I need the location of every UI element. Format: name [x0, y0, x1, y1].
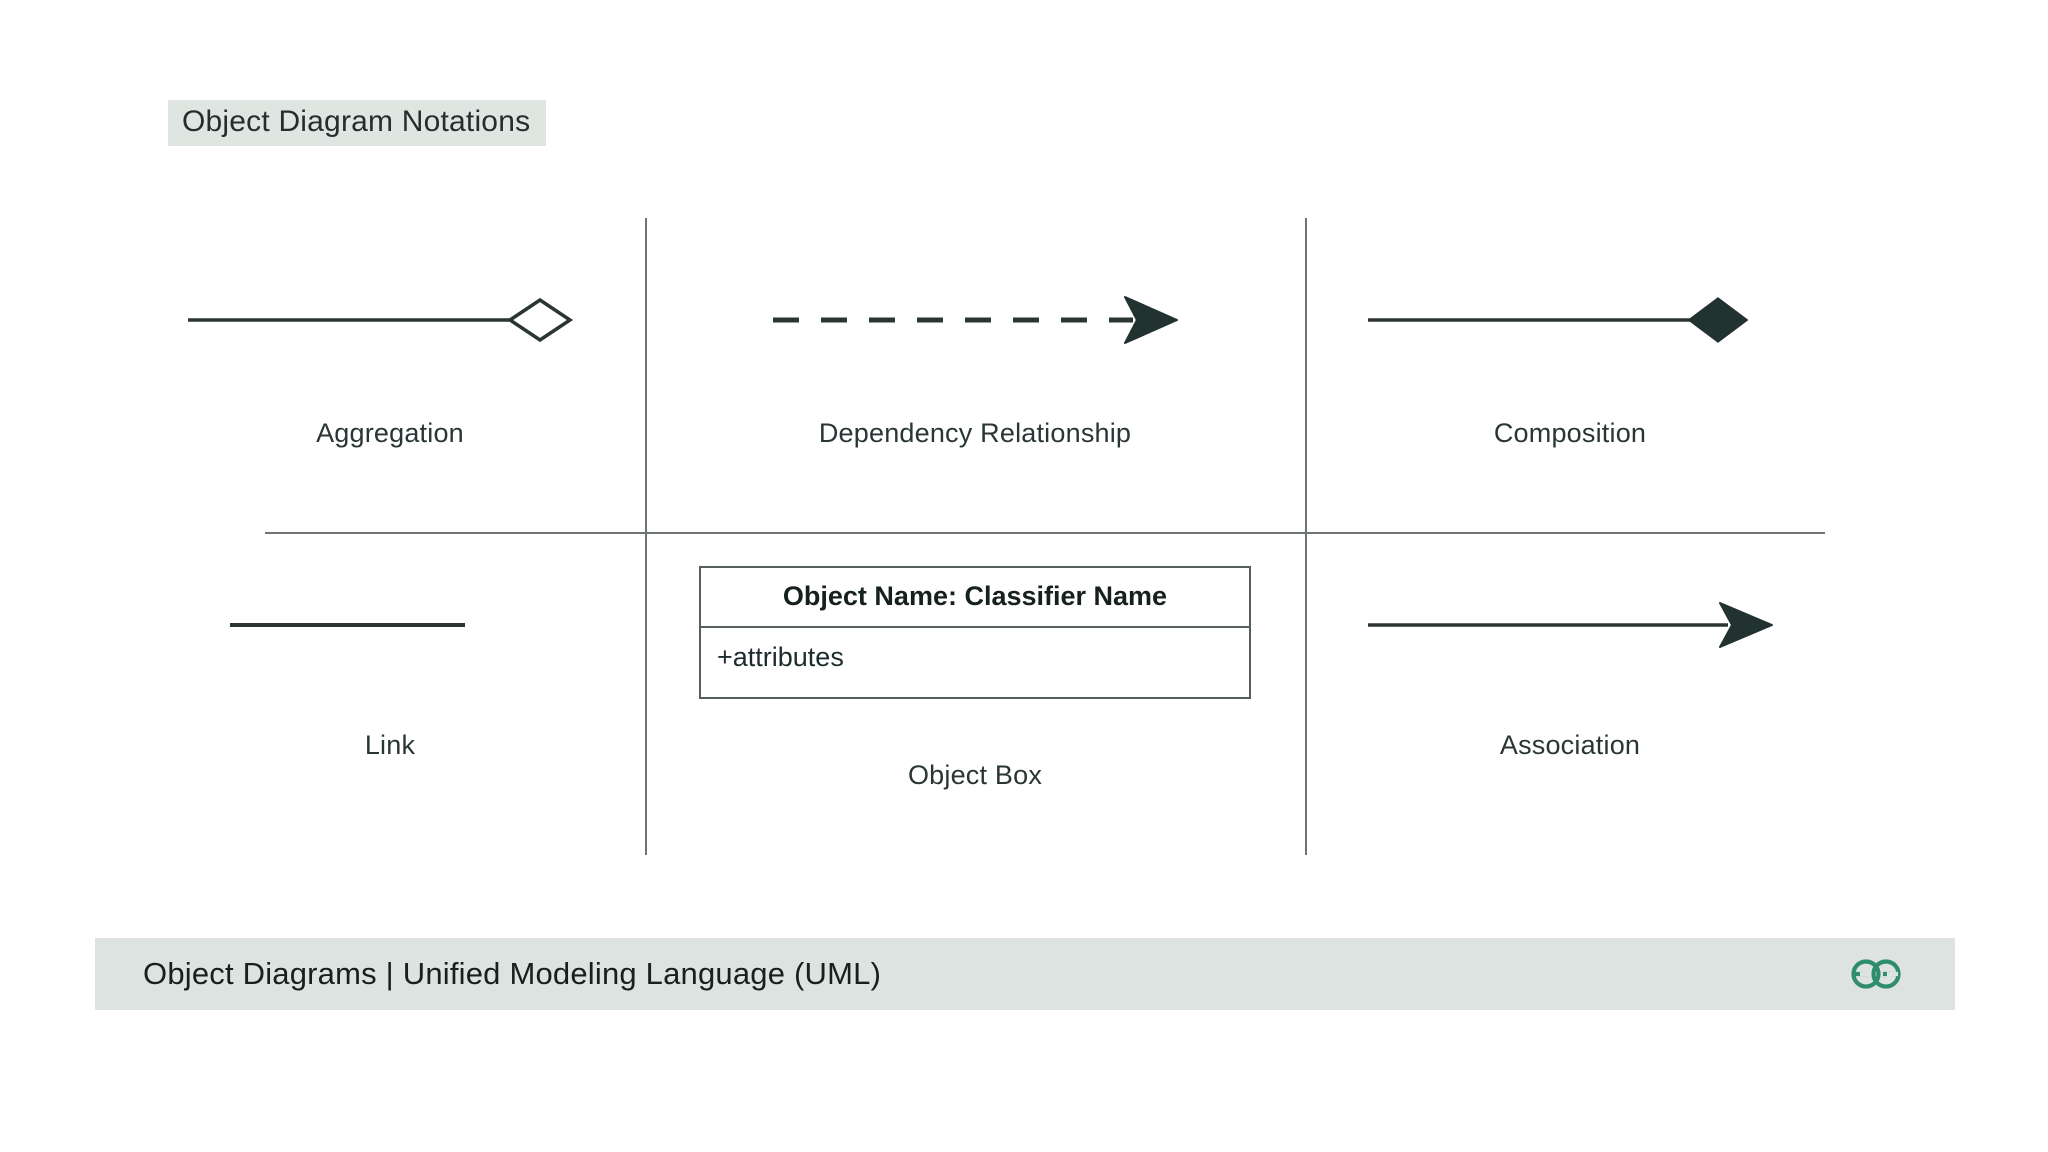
- notation-cell-association: Association: [1330, 560, 1810, 761]
- notation-cell-object-box: Object Name: Classifier Name +attributes…: [660, 560, 1290, 791]
- object-box-art: Object Name: Classifier Name +attributes: [699, 560, 1251, 720]
- notation-cell-composition: Composition: [1330, 250, 1810, 449]
- notation-grid: Aggregation Dependency Relationship Comp…: [150, 218, 1825, 855]
- footer-title: Object Diagrams | Unified Modeling Langu…: [143, 956, 882, 991]
- notation-caption: Aggregation: [316, 418, 464, 448]
- notation-caption: Dependency Relationship: [818, 418, 1132, 448]
- notation-cell-dependency: Dependency Relationship: [660, 250, 1290, 449]
- dashed-arrow-icon: [773, 296, 1178, 344]
- grid-vertical-divider-left: [645, 218, 647, 855]
- aggregation-art: [180, 250, 600, 390]
- composition-art: [1360, 250, 1780, 390]
- footer-bar: Object Diagrams | Unified Modeling Langu…: [95, 938, 1955, 1010]
- link-art: [180, 560, 600, 690]
- notation-caption: Association: [1499, 730, 1641, 760]
- object-box-attributes: +attributes: [717, 642, 844, 672]
- plain-line-icon: [230, 623, 465, 627]
- notation-cell-link: Link: [150, 560, 630, 761]
- notation-caption: Object Box: [907, 760, 1043, 790]
- solid-arrow-icon: [1368, 602, 1773, 648]
- notation-caption: Composition: [1493, 418, 1647, 448]
- dependency-art: [765, 250, 1185, 390]
- association-art: [1360, 560, 1780, 690]
- grid-vertical-divider-right: [1305, 218, 1307, 855]
- geeksforgeeks-gg-logo-icon: [1845, 954, 1907, 994]
- line-filled-diamond-icon: [1368, 297, 1749, 343]
- notation-caption: Link: [364, 730, 416, 760]
- page-title: Object Diagram Notations: [168, 100, 547, 146]
- page-title-container: Object Diagram Notations: [168, 100, 547, 146]
- object-box-icon: Object Name: Classifier Name +attributes: [699, 566, 1251, 699]
- grid-horizontal-divider: [265, 532, 1825, 534]
- line-hollow-diamond-icon: [188, 297, 574, 343]
- object-box-header: Object Name: Classifier Name: [701, 568, 1249, 628]
- notation-cell-aggregation: Aggregation: [150, 250, 630, 449]
